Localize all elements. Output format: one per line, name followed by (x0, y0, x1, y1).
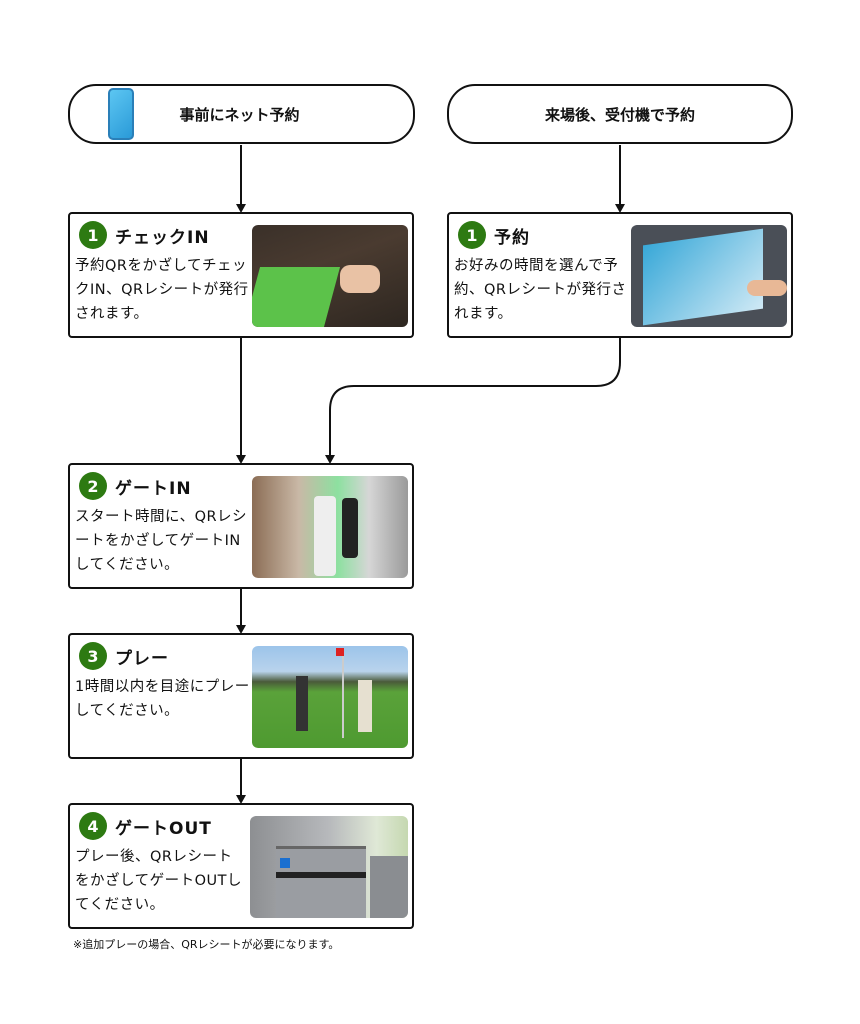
step-kiosk-reserve: 1 予約 お好みの時間を選んで予約、QRレシートが発行されます。 (447, 212, 793, 338)
step-description: 予約QRをかざしてチェックIN、QRレシートが発行されます。 (75, 258, 249, 322)
step-gate-out: 4 ゲートOUT プレー後、QRレシートをかざしてゲートOUTしてください。 (68, 803, 414, 929)
start-online-label: 事前にネット予約 (179, 105, 300, 124)
step-number-badge: 1 (79, 221, 107, 249)
arrowhead (325, 455, 335, 464)
step-title: チェックIN (115, 228, 210, 248)
arrowhead (236, 625, 246, 634)
step-description: お好みの時間を選んで予約、QRレシートが発行されます。 (454, 258, 627, 322)
step-number-badge: 1 (458, 221, 486, 249)
arrowhead (236, 455, 246, 464)
arrow-reserve-to-gatein (329, 338, 621, 456)
step-description: スタート時間に、QRレシートをかざしてゲートINしてください。 (75, 509, 248, 573)
step-title: ゲートIN (115, 479, 192, 499)
start-kiosk-reservation: 来場後、受付機で予約 (447, 84, 793, 144)
step-number-badge: 3 (79, 642, 107, 670)
arrowhead (236, 204, 246, 213)
start-online-reservation: 事前にネット予約 (68, 84, 415, 144)
arrowhead (236, 795, 246, 804)
step-play: 3 プレー 1時間以内を目途にプレーしてください。 (68, 633, 414, 759)
step-title: 予約 (494, 228, 530, 248)
start-kiosk-label: 来場後、受付機で予約 (544, 105, 695, 124)
gate-in-photo (252, 476, 408, 578)
step-number-badge: 4 (79, 812, 107, 840)
checkin-photo (252, 225, 408, 327)
smartphone-icon (108, 88, 134, 140)
kiosk-photo (631, 225, 787, 327)
gate-out-photo (250, 816, 408, 918)
step-checkin: 1 チェックIN 予約QRをかざしてチェックIN、QRレシートが発行されます。 (68, 212, 414, 338)
play-photo (252, 646, 408, 748)
step-title: プレー (115, 649, 169, 669)
step-number-badge: 2 (79, 472, 107, 500)
step-title: ゲートOUT (115, 819, 212, 839)
step-gate-in: 2 ゲートIN スタート時間に、QRレシートをかざしてゲートINしてください。 (68, 463, 414, 589)
arrowhead (615, 204, 625, 213)
step-description: プレー後、QRレシートをかざしてゲートOUTしてください。 (75, 849, 242, 913)
step-description: 1時間以内を目途にプレーしてください。 (75, 679, 250, 719)
footnote: ※追加プレーの場合、QRレシートが必要になります。 (73, 938, 340, 951)
